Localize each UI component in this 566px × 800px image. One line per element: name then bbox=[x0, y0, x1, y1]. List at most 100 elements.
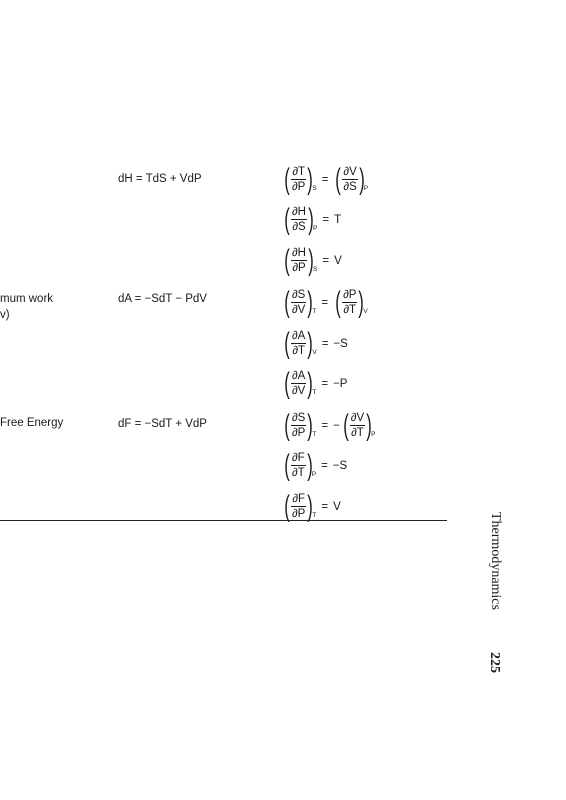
equals-sign: = bbox=[321, 420, 329, 432]
paren-left: ( bbox=[284, 244, 290, 277]
numerator: ∂F bbox=[291, 452, 306, 466]
fraction: ∂V∂T bbox=[349, 412, 366, 440]
label-free-energy: Free Energy bbox=[0, 417, 64, 429]
fraction: ∂F∂T bbox=[291, 452, 306, 480]
partial-derivative-l: (∂F∂T)P bbox=[282, 449, 317, 482]
equals-sign: = bbox=[321, 378, 329, 390]
fraction: ∂T∂P bbox=[291, 166, 307, 194]
held-constant-subscript: S bbox=[313, 266, 318, 273]
held-constant-subscript: S bbox=[312, 185, 317, 192]
equals-sign: = bbox=[322, 214, 330, 226]
page-number: 225 bbox=[487, 652, 502, 673]
partial-derivative-l: (∂A∂V)T bbox=[282, 367, 317, 400]
partial-derivative-l: (∂H∂S)P bbox=[282, 203, 318, 236]
held-constant-subscript: P bbox=[363, 185, 369, 192]
paren-left: ( bbox=[284, 327, 290, 360]
paren-left: ( bbox=[284, 449, 290, 482]
fraction: ∂S∂V bbox=[291, 289, 307, 317]
denominator: ∂T bbox=[292, 467, 305, 479]
maxwell-relation: (∂S∂V)T=(∂P∂T)V bbox=[282, 286, 368, 320]
paren-right: ) bbox=[307, 327, 314, 360]
held-constant-subscript: P bbox=[371, 431, 376, 438]
right-hand-side: −S bbox=[332, 460, 348, 472]
paren-right: ) bbox=[359, 163, 365, 196]
partial-derivative-r: (∂V∂S)P bbox=[333, 163, 369, 196]
numerator: ∂V bbox=[342, 166, 358, 180]
paren-right: ) bbox=[307, 163, 314, 196]
paren-right: ) bbox=[307, 490, 314, 523]
right-hand-side: −S bbox=[333, 338, 348, 350]
denominator: ∂P bbox=[292, 427, 306, 439]
denominator: ∂V bbox=[292, 304, 306, 316]
held-constant-subscript: P bbox=[311, 471, 317, 478]
fraction: ∂F∂P bbox=[291, 493, 307, 521]
maxwell-relation: (∂F∂P)T=V bbox=[282, 490, 340, 524]
gibbs-differential: dF = −SdT + VdP bbox=[118, 418, 207, 430]
numerator: ∂T bbox=[291, 166, 307, 180]
denominator: ∂V bbox=[292, 385, 306, 397]
partial-derivative-l: (∂T∂P)S bbox=[282, 163, 317, 196]
negative-sign: − bbox=[333, 420, 340, 432]
held-constant-subscript: T bbox=[312, 512, 317, 519]
fraction: ∂A∂T bbox=[291, 330, 307, 358]
running-header: Thermodynamics bbox=[488, 512, 503, 610]
paren-left: ( bbox=[284, 490, 290, 523]
paren-left: ( bbox=[284, 367, 290, 400]
paren-right: ) bbox=[358, 286, 365, 319]
paren-right: ) bbox=[308, 244, 314, 277]
maxwell-relation: (∂S∂P)T=−(∂V∂T)P bbox=[282, 409, 375, 443]
equals-sign: = bbox=[321, 338, 329, 350]
equals-sign: = bbox=[322, 255, 330, 267]
held-constant-subscript: V bbox=[312, 349, 317, 356]
held-constant-subscript: T bbox=[312, 389, 317, 396]
numerator: ∂S bbox=[291, 412, 307, 426]
maxwell-relation: (∂H∂P)S=V bbox=[282, 244, 341, 278]
held-constant-subscript: T bbox=[312, 308, 317, 315]
paren-left: ( bbox=[284, 286, 290, 319]
denominator: ∂P bbox=[292, 508, 306, 520]
partial-derivative-r: (∂P∂T)V bbox=[333, 286, 367, 319]
numerator: ∂A bbox=[291, 330, 307, 344]
denominator: ∂P bbox=[292, 181, 306, 193]
paren-left: ( bbox=[284, 163, 290, 196]
numerator: ∂F bbox=[291, 493, 307, 507]
label-maximum-work-cont: v) bbox=[0, 309, 10, 321]
paren-right: ) bbox=[307, 286, 314, 319]
numerator: ∂H bbox=[291, 247, 307, 261]
bottom-rule bbox=[0, 520, 447, 521]
paren-left: ( bbox=[284, 203, 290, 236]
partial-derivative-l: (∂S∂P)T bbox=[282, 409, 317, 442]
equals-sign: = bbox=[321, 174, 329, 186]
paren-left: ( bbox=[284, 409, 290, 442]
partial-derivative-l: (∂H∂P)S bbox=[282, 244, 318, 277]
partial-derivative-r: (∂V∂T)P bbox=[341, 409, 376, 442]
numerator: ∂P bbox=[342, 289, 358, 303]
held-constant-subscript: T bbox=[312, 431, 317, 438]
paren-left: ( bbox=[335, 286, 341, 319]
partial-derivative-l: (∂F∂P)T bbox=[282, 490, 317, 523]
denominator: ∂T bbox=[292, 345, 306, 357]
fraction: ∂H∂S bbox=[291, 206, 307, 234]
fraction: ∂P∂T bbox=[342, 289, 358, 317]
equals-sign: = bbox=[321, 501, 329, 513]
right-hand-side: −P bbox=[333, 378, 348, 390]
equals-sign: = bbox=[321, 460, 328, 472]
maxwell-relation: (∂T∂P)S=(∂V∂S)P bbox=[282, 163, 368, 197]
maxwell-relation: (∂A∂V)T = −P bbox=[282, 367, 347, 401]
denominator: ∂T bbox=[351, 427, 364, 439]
numerator: ∂A bbox=[291, 370, 307, 384]
paren-right: ) bbox=[366, 409, 372, 442]
enthalpy-differential: dH = TdS + VdP bbox=[118, 173, 202, 185]
held-constant-subscript: P bbox=[313, 225, 318, 232]
paren-right: ) bbox=[307, 409, 314, 442]
paren-right: ) bbox=[308, 203, 314, 236]
numerator: ∂S bbox=[291, 289, 307, 303]
label-maximum-work: mum work bbox=[0, 293, 54, 305]
helmholtz-differential: dA = −SdT − PdV bbox=[118, 293, 207, 305]
paren-right: ) bbox=[306, 449, 313, 482]
maxwell-relation: (∂H∂S)P=T bbox=[282, 203, 341, 237]
maxwell-relation: (∂A∂T)V = −S bbox=[282, 327, 348, 361]
partial-derivative-l: (∂A∂T)V bbox=[282, 327, 317, 360]
paren-right: ) bbox=[307, 367, 314, 400]
fraction: ∂A∂V bbox=[291, 370, 307, 398]
